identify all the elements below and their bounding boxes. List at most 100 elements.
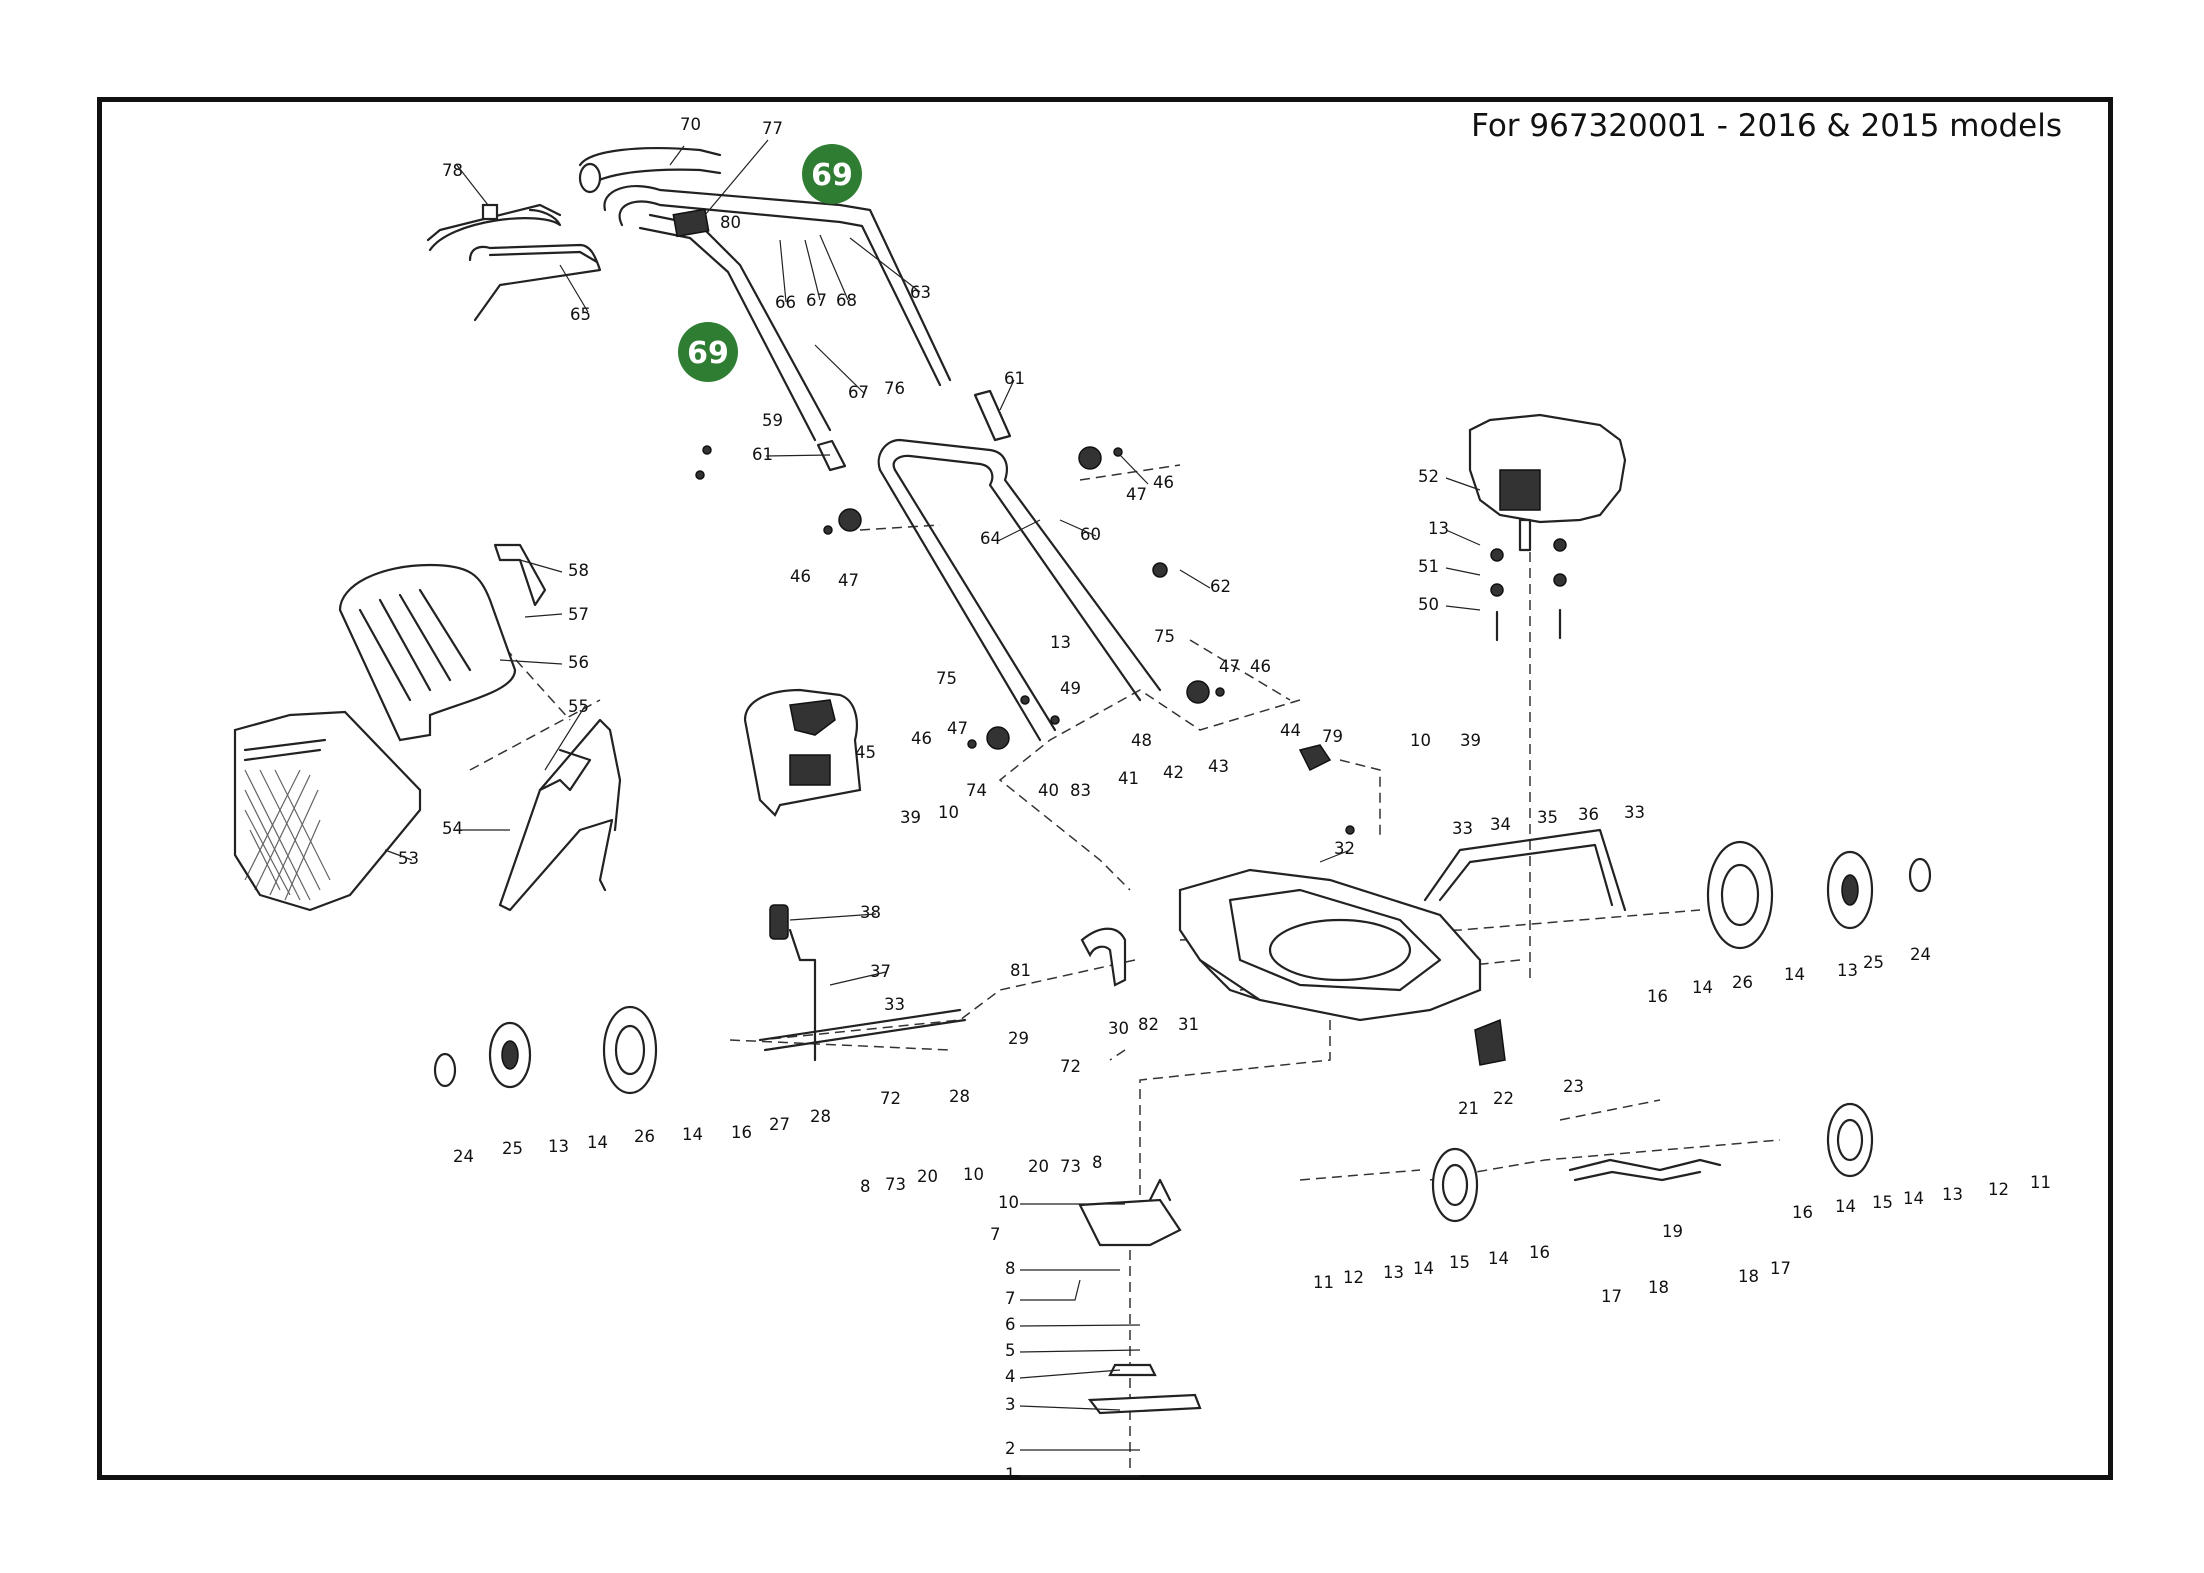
label-14c: 14 [587,1133,608,1152]
label-16d: 16 [1647,987,1668,1006]
label-7: 7 [1005,1289,1016,1308]
label-4: 4 [1005,1367,1016,1386]
label-1: 1 [1005,1465,1016,1484]
label-46: 46 [1153,473,1174,492]
label-49: 49 [1060,679,1081,698]
label-14h: 14 [1903,1189,1924,1208]
label-14f: 14 [1784,965,1805,984]
label-46d: 46 [911,729,932,748]
leader-lines [384,139,1481,1477]
label-64: 64 [980,529,1001,548]
label-35: 35 [1537,808,1558,827]
label-21: 21 [1458,1099,1479,1118]
label-73: 73 [885,1175,906,1194]
lower-handle-60 [877,438,1162,742]
badge-69-text-2: 69 [687,336,729,371]
blade-adapter-4 [1108,1363,1157,1377]
bail-bar-65 [468,243,602,322]
rear-wheel-26-left [602,1005,658,1095]
label-66: 66 [775,293,796,312]
engine-52 [1468,413,1627,552]
handle-tube-70 [578,147,722,194]
label-83: 83 [1070,781,1091,800]
label-8c: 8 [860,1177,871,1196]
page-title: For 967320001 - 2016 & 2015 models [1471,108,2062,144]
diagram-frame [97,97,2113,1480]
label-23: 23 [1563,1077,1584,1096]
label-52: 52 [1418,467,1439,486]
label-16c: 16 [731,1123,752,1142]
wheel-cover-24-left [433,1052,457,1088]
label-26b: 26 [1732,973,1753,992]
label-47: 47 [1126,485,1147,504]
label-29: 29 [1008,1029,1029,1048]
label-27: 27 [769,1115,790,1134]
label-16b: 16 [1792,1203,1813,1222]
small-hardware [695,445,1567,835]
label-10c: 10 [938,803,959,822]
label-17: 17 [1601,1287,1622,1306]
label-77: 77 [762,119,783,138]
label-45: 45 [855,743,876,762]
label-44: 44 [1280,721,1301,740]
label-75: 75 [936,669,957,688]
label-13e: 13 [548,1137,569,1156]
label-47d: 47 [947,719,968,738]
label-17b: 17 [1770,1259,1791,1278]
label-40: 40 [1038,781,1059,800]
front-wheel-15-right [1826,1102,1874,1178]
label-72: 72 [880,1089,901,1108]
label-28: 28 [949,1087,970,1106]
label-18: 18 [1648,1278,1669,1297]
upper-handle [603,185,952,442]
label-80: 80 [720,213,741,232]
badge-69-text: 69 [811,158,853,193]
label-22: 22 [1493,1089,1514,1108]
label-10d: 10 [963,1165,984,1184]
label-61: 61 [1004,369,1025,388]
label-36: 36 [1578,805,1599,824]
label-10: 10 [998,1193,1019,1212]
label-60: 60 [1080,525,1101,544]
label-33b: 33 [1452,819,1473,838]
tube-61-upper [973,389,1012,442]
label-14e: 14 [1692,978,1713,997]
label-47c: 47 [1219,657,1240,676]
label-25: 25 [502,1139,523,1158]
label-81: 81 [1010,961,1031,980]
wheel-cover-24-right [1908,857,1932,893]
rear-axle-27 [758,928,967,1062]
spring-38 [769,904,789,940]
label-6: 6 [1005,1315,1016,1334]
grass-bag-frame-55 [498,718,622,912]
part-labels: 1 2 3 4 5 6 7 8 10 11 11 12 12 13 13 13 … [398,115,2051,1484]
grass-bag-53 [233,710,422,912]
label-18b: 18 [1738,1267,1759,1286]
label-55: 55 [568,697,589,716]
label-41: 41 [1118,769,1139,788]
label-20b: 20 [917,1167,938,1186]
label-59: 59 [762,411,783,430]
label-24b: 24 [1910,945,1931,964]
label-62: 62 [1210,577,1231,596]
label-82: 82 [1138,1015,1159,1034]
bracket-22 [1474,1018,1506,1066]
label-34: 34 [1490,815,1511,834]
label-5: 5 [1005,1341,1016,1360]
label-46b: 46 [790,567,811,586]
label-19: 19 [1662,1222,1683,1241]
rear-wheel-26-right [1706,840,1774,950]
label-72b: 72 [1060,1057,1081,1076]
label-65: 65 [570,305,591,324]
label-14b: 14 [1488,1249,1509,1268]
label-14d: 14 [682,1125,703,1144]
label-67b: 67 [848,383,869,402]
label-47b: 47 [838,571,859,590]
label-15: 15 [1449,1253,1470,1272]
label-11: 11 [1313,1273,1334,1292]
wheel-cap-25-right [1826,850,1874,930]
mower-deck-31 [1178,868,1482,1022]
label-51: 51 [1418,557,1439,576]
label-61b: 61 [752,445,773,464]
